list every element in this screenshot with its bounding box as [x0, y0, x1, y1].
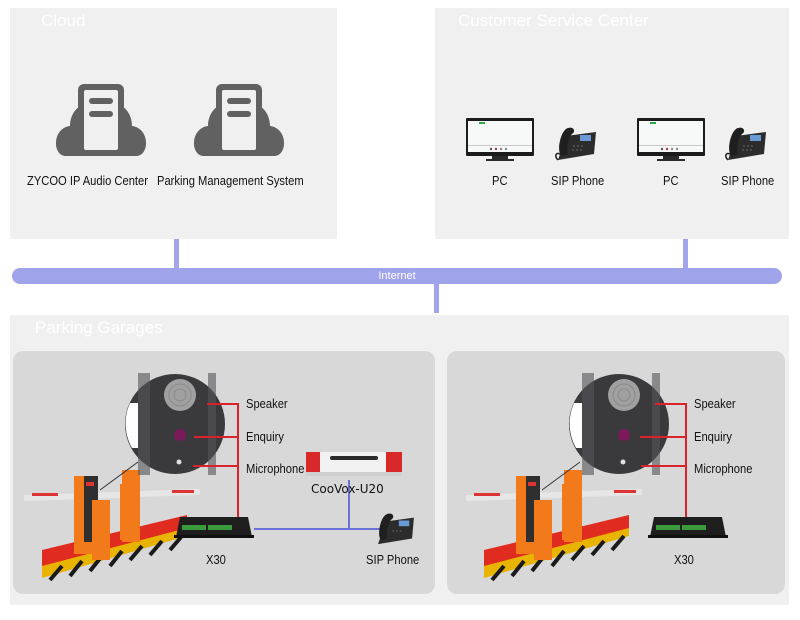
cloud-server-icon	[193, 84, 285, 156]
cs-item-label: PC	[663, 173, 679, 188]
microphone-wire	[193, 465, 239, 467]
cloud-item-label: ZYCOO IP Audio Center	[27, 173, 148, 188]
coovox-u20-icon	[306, 452, 402, 476]
callout-line	[541, 461, 581, 491]
x30-label: X30	[206, 552, 226, 567]
microphone-wire	[641, 465, 687, 467]
x30-label: X30	[674, 552, 694, 567]
intercom-label-speaker: Speaker	[694, 396, 736, 411]
cloud-title: Cloud	[41, 11, 86, 30]
barrier-gate-icon	[23, 470, 201, 582]
sip-phone-label: SIP Phone	[366, 552, 420, 567]
parking-title: Parking Garages	[35, 318, 163, 337]
ip-phone-icon	[725, 127, 766, 161]
monitor-icon	[637, 118, 705, 161]
red-trunk-wire	[237, 403, 239, 518]
cloud-item-label: Parking Management System	[157, 173, 304, 188]
intercom-label-microphone: Microphone	[694, 461, 753, 476]
cs-item-label: SIP Phone	[551, 173, 605, 188]
parking-uplink	[434, 283, 439, 313]
intercom-label-speaker: Speaker	[246, 396, 288, 411]
callout-line	[99, 461, 139, 491]
enquiry-wire	[194, 436, 239, 438]
intercom-panel-icon	[125, 373, 225, 475]
x30-network-wire	[254, 528, 384, 530]
barrier-gate-icon	[465, 470, 643, 582]
intercom-label-enquiry: Enquiry	[246, 429, 284, 444]
coovox-u20-label: CooVox-U20	[311, 482, 384, 496]
customer-service-title: Customer Service Center	[458, 11, 649, 30]
intercom-label-microphone: Microphone	[246, 461, 305, 476]
x30-controller-icon	[174, 517, 254, 538]
cloud-server-icon	[55, 84, 147, 156]
enquiry-wire	[640, 436, 687, 438]
cs-item-label: PC	[492, 173, 508, 188]
cloud-uplink	[174, 239, 179, 269]
intercom-panel-icon	[569, 373, 669, 475]
internet-label: Internet	[378, 270, 416, 282]
monitor-icon	[466, 118, 534, 161]
gateway-drop-wire	[348, 480, 350, 530]
cloud-panel	[10, 8, 337, 239]
x30-controller-icon	[648, 517, 728, 538]
ip-phone-icon	[555, 127, 596, 161]
speaker-wire	[655, 403, 687, 405]
red-trunk-wire	[685, 403, 687, 518]
customer-service-uplink	[683, 239, 688, 269]
intercom-label-enquiry: Enquiry	[694, 429, 732, 444]
cs-item-label: SIP Phone	[721, 173, 775, 188]
ip-phone-icon	[378, 513, 414, 545]
internet-bus: Internet	[12, 268, 782, 284]
speaker-wire	[207, 403, 239, 405]
